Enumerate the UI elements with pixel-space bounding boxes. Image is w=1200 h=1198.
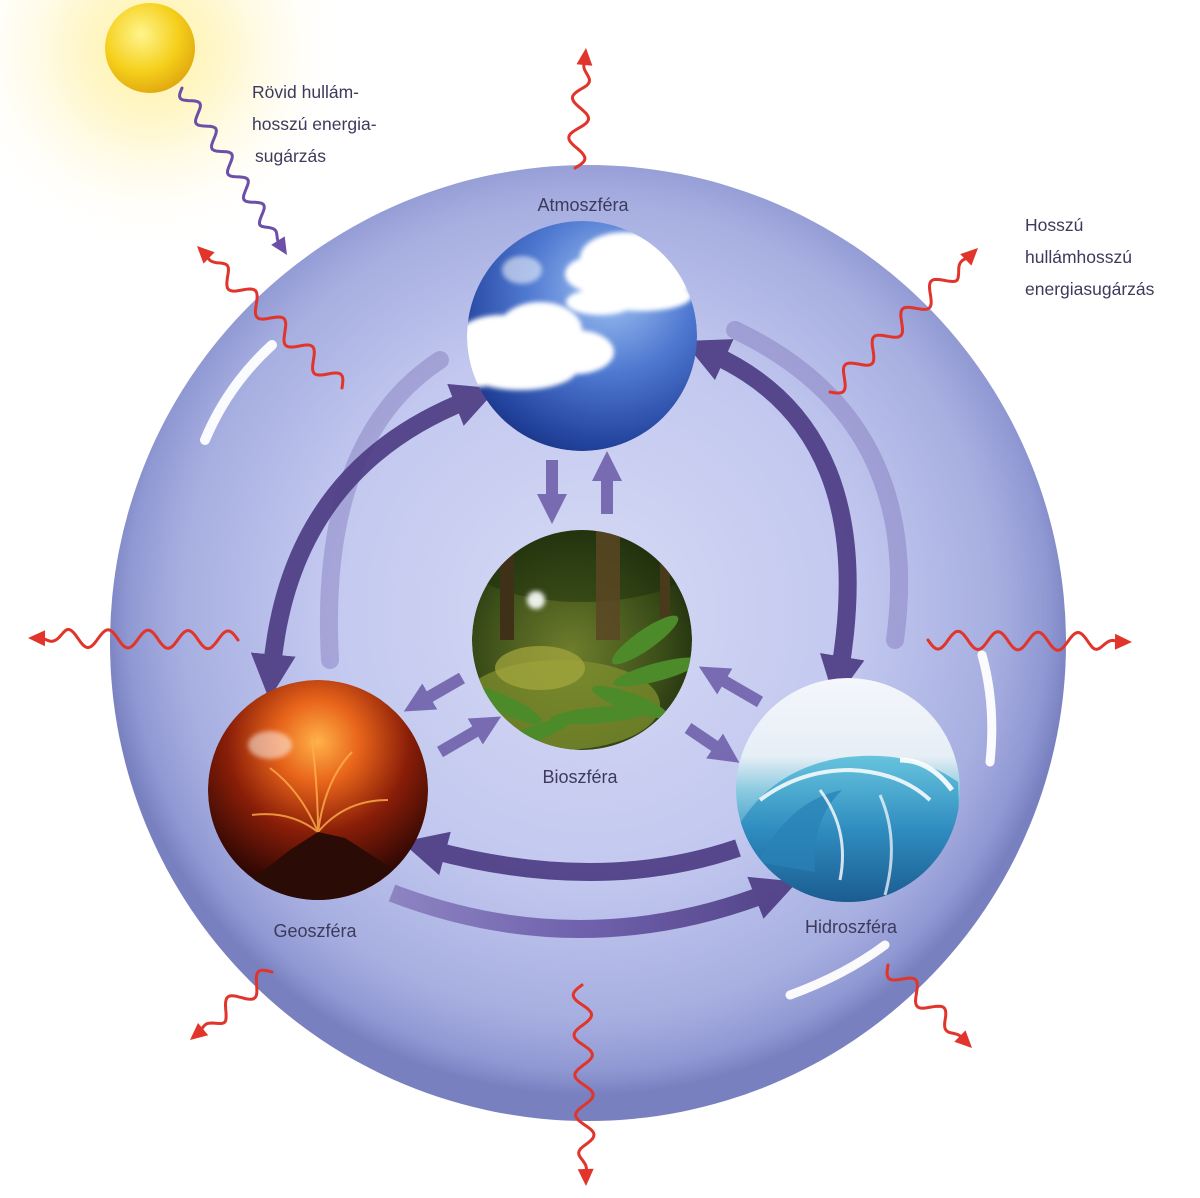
incoming-radiation-label-line: hosszú energia-	[252, 114, 377, 134]
biosphere-label: Bioszféra	[542, 767, 618, 787]
outgoing-radiation-label-line: hullámhosszú	[1025, 247, 1132, 267]
incoming-radiation-label-line: sugárzás	[255, 146, 326, 166]
light-sparkle	[527, 591, 545, 609]
tree-trunk	[596, 528, 620, 640]
incoming-radiation-label-line: Rövid hullám-	[252, 82, 359, 102]
cloud-puff	[566, 289, 634, 315]
moss-patch	[495, 646, 585, 690]
hydrosphere-label: Hidroszféra	[805, 917, 898, 937]
geosphere-label: Geoszféra	[273, 921, 357, 941]
outgoing-radiation-label-line: Hosszú	[1025, 215, 1083, 235]
outgoing-radiation-label-line: energiasugárzás	[1025, 279, 1155, 299]
glossy-highlight	[248, 731, 292, 759]
sun-disc	[105, 3, 195, 93]
atmosphere-label: Atmoszféra	[537, 195, 629, 215]
glossy-highlight	[502, 256, 542, 284]
